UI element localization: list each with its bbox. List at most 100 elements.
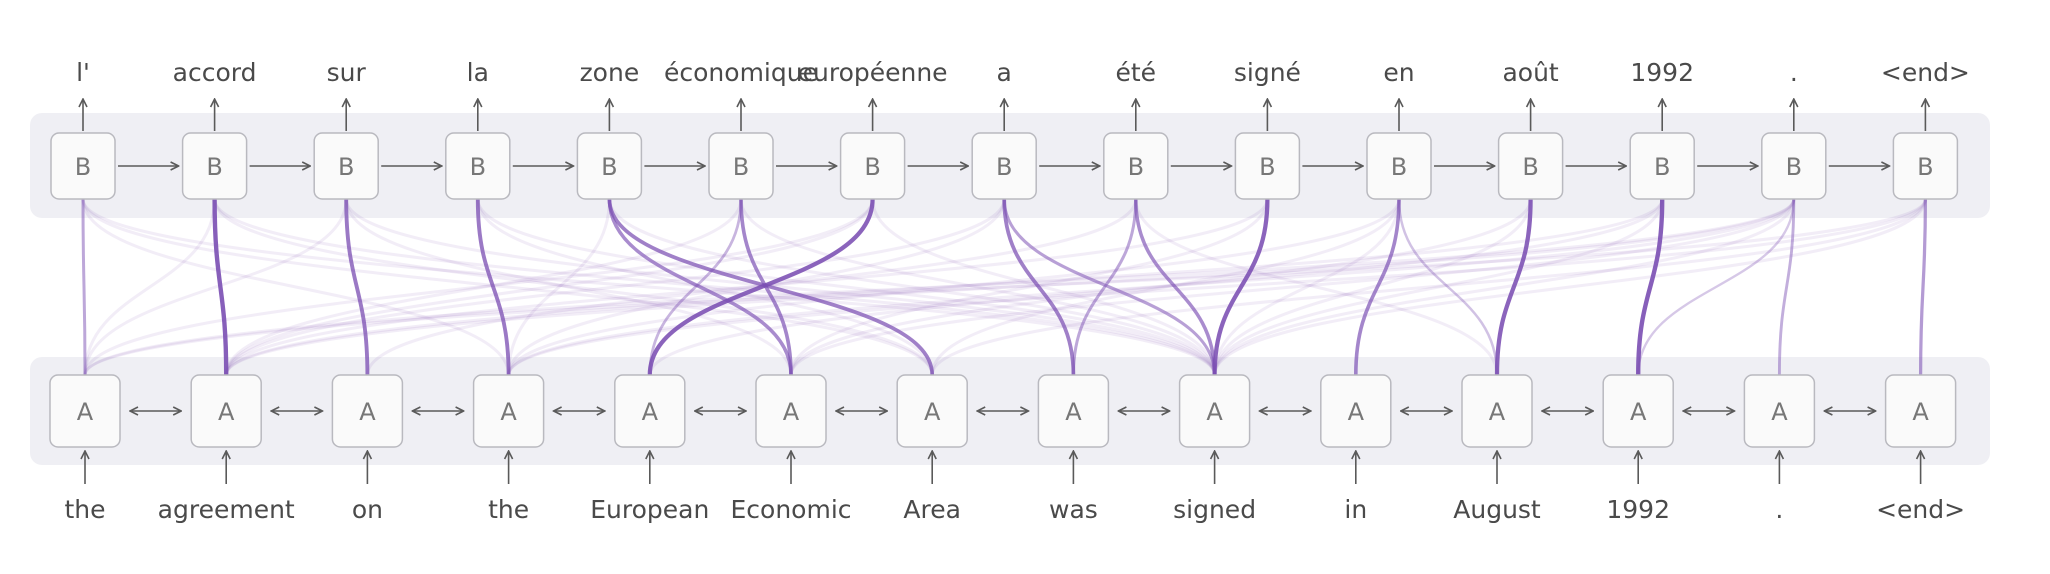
decoder-node bbox=[576, 132, 643, 200]
encoder-word: August bbox=[1453, 495, 1541, 524]
attention-link-faint bbox=[648, 197, 1664, 377]
attention-link-faint bbox=[81, 197, 511, 377]
encoder-word: signed bbox=[1173, 495, 1256, 524]
decoder-node-label: B bbox=[1522, 153, 1538, 181]
attention-link bbox=[1002, 197, 1076, 377]
decoder-node-label: B bbox=[601, 153, 617, 181]
decoder-word: août bbox=[1502, 58, 1558, 87]
decoder-node-label: B bbox=[1259, 153, 1275, 181]
decoder-node-label: B bbox=[206, 153, 222, 181]
attention-link bbox=[1353, 197, 1401, 377]
attention-link-faint bbox=[476, 197, 934, 377]
attention-link-faint bbox=[607, 197, 1217, 377]
decoder-node bbox=[1629, 132, 1695, 200]
encoder-node-label: A bbox=[218, 398, 235, 426]
encoder-word: <end> bbox=[1876, 495, 1965, 524]
attention-link bbox=[344, 197, 370, 377]
attention-link bbox=[1134, 197, 1217, 377]
attention-link-faint bbox=[1213, 197, 1533, 377]
attention-link-faint bbox=[789, 197, 1533, 377]
encoder-word: Area bbox=[903, 495, 961, 524]
attention-link-faint bbox=[365, 197, 1138, 377]
encoder-node bbox=[1320, 374, 1392, 448]
decoder-node-label: B bbox=[1654, 153, 1670, 181]
encoder-node-label: A bbox=[1348, 398, 1365, 426]
encoder-node-label: A bbox=[1912, 398, 1929, 426]
decoder-word: zone bbox=[580, 58, 640, 87]
attention-link-faint bbox=[213, 197, 934, 377]
decoder-word: été bbox=[1116, 58, 1157, 87]
attention-link-faint bbox=[789, 197, 1796, 377]
decoder-node-label: B bbox=[1128, 153, 1144, 181]
attention-link bbox=[212, 196, 229, 378]
attention-link-faint bbox=[83, 197, 348, 377]
encoder-node-label: A bbox=[1065, 398, 1082, 426]
decoder-node-label: B bbox=[338, 153, 354, 181]
decoder-word: . bbox=[1790, 58, 1798, 87]
decoder-node-label: B bbox=[1917, 153, 1933, 181]
attention-link-faint bbox=[224, 197, 875, 377]
decoder-word: l' bbox=[76, 58, 90, 87]
decoder-word: en bbox=[1383, 58, 1414, 87]
attention-link-faint bbox=[1213, 197, 1664, 377]
attention-link bbox=[1397, 197, 1499, 377]
encoder-node bbox=[1178, 374, 1251, 448]
attention-link-faint bbox=[1213, 197, 1927, 377]
encoder-node-label: A bbox=[77, 398, 94, 426]
encoder-node bbox=[331, 374, 404, 448]
attention-link bbox=[475, 197, 511, 377]
encoder-word: was bbox=[1049, 495, 1098, 524]
attention-link-faint bbox=[83, 197, 1927, 377]
encoder-node-label: A bbox=[642, 398, 659, 426]
decoder-node bbox=[50, 132, 116, 200]
decoder-row: l'BaccordBsurBlaBzoneBéconomiqueBeuropée… bbox=[50, 58, 1970, 200]
attention-link bbox=[607, 197, 935, 377]
attention-link bbox=[1494, 196, 1533, 378]
decoder-node-label: B bbox=[733, 153, 749, 181]
decoder-node-label: B bbox=[1391, 153, 1407, 181]
encoder-node-label: A bbox=[359, 398, 376, 426]
decoder-word: signé bbox=[1234, 58, 1301, 87]
attention-link-faint bbox=[507, 197, 611, 377]
encoder-node bbox=[1743, 374, 1816, 448]
encoder-node-label: A bbox=[1771, 398, 1788, 426]
decoder-word: sur bbox=[327, 58, 367, 87]
attention-link-faint bbox=[1213, 197, 1401, 377]
decoder-node bbox=[1761, 132, 1827, 200]
attention-link-faint bbox=[507, 197, 1796, 377]
encoder-word: the bbox=[64, 495, 105, 524]
decoder-node-label: B bbox=[75, 153, 91, 181]
decoder-node bbox=[1103, 132, 1169, 200]
attention-link-faint bbox=[930, 197, 1927, 377]
attention-link bbox=[1636, 196, 1665, 378]
encoder-word: Economic bbox=[730, 495, 851, 524]
encoder-word: the bbox=[488, 495, 529, 524]
attention-link-faint bbox=[83, 197, 217, 377]
decoder-node-label: B bbox=[1786, 153, 1802, 181]
attention-link-faint bbox=[344, 197, 1217, 377]
attention-link-faint bbox=[224, 197, 1269, 377]
encoder-node-label: A bbox=[1206, 398, 1223, 426]
attention-link bbox=[1212, 196, 1270, 378]
decoder-node bbox=[1366, 132, 1432, 200]
decoder-node-label: B bbox=[470, 153, 486, 181]
attention-link-faint bbox=[224, 197, 1006, 377]
attention-link-faint bbox=[344, 197, 793, 377]
encoder-node bbox=[1884, 374, 1957, 448]
encoder-node bbox=[614, 374, 686, 448]
encoder-word: on bbox=[352, 495, 383, 524]
attention-link bbox=[81, 197, 87, 377]
attention-link bbox=[607, 197, 793, 377]
encoder-node bbox=[1602, 374, 1674, 448]
encoder-node-label: A bbox=[1489, 398, 1506, 426]
attention-link bbox=[648, 197, 743, 377]
decoder-node bbox=[313, 132, 379, 200]
decoder-node bbox=[839, 132, 906, 200]
decoder-node bbox=[445, 132, 511, 200]
encoder-row: AtheAagreementAonAtheAEuropeanAEconomicA… bbox=[49, 374, 1965, 524]
decoder-node bbox=[181, 132, 248, 200]
encoder-word: in bbox=[1344, 495, 1367, 524]
attention-link-faint bbox=[507, 197, 1401, 377]
attention-link bbox=[647, 196, 875, 378]
